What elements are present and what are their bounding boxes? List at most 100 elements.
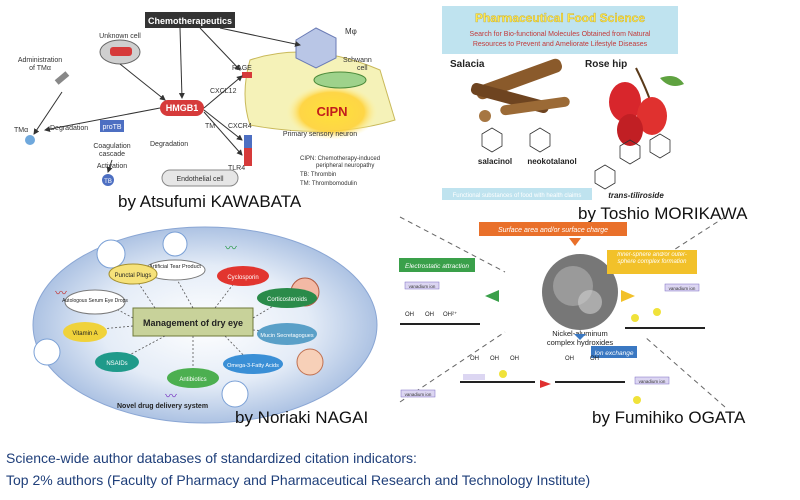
arrow-up bbox=[569, 238, 581, 246]
svg-text:vanadium ion: vanadium ion bbox=[639, 379, 666, 384]
item-vitamin-a bbox=[63, 322, 107, 342]
cxcr4-receptor bbox=[244, 135, 252, 153]
item-cyclosporin bbox=[217, 266, 269, 286]
therapy-items: Artificial Tear Product Cyclosporin Cort… bbox=[62, 259, 317, 388]
svg-text:OH: OH bbox=[565, 356, 574, 362]
ion-exchange-label: Ion exchange bbox=[594, 350, 633, 357]
endothelial-label: Endothelial cell bbox=[176, 176, 224, 183]
salacia-roots bbox=[470, 58, 570, 122]
salacinol-label: salacinol bbox=[478, 157, 512, 166]
nagai-byline: by Noriaki NAGAI bbox=[235, 408, 369, 427]
syringe bbox=[54, 71, 70, 85]
ion-exchange-box bbox=[591, 346, 637, 358]
svg-text:Omega-3-Fatty Acids: Omega-3-Fatty Acids bbox=[227, 363, 279, 369]
of-tma-label: of TMα bbox=[29, 65, 51, 72]
protb-label: proTB bbox=[102, 124, 121, 131]
svg-text:Autologous Serum Eye Drops: Autologous Serum Eye Drops bbox=[62, 298, 128, 304]
item-antibiotics bbox=[167, 368, 219, 388]
primary-neuron-label: Primary sensory neuron bbox=[283, 131, 357, 138]
nagai-panel: 〰 〰 〰 Management of dry eye Artificial T… bbox=[25, 222, 385, 427]
legend-cipn: CIPN: Chemotherapy-induced bbox=[300, 156, 380, 162]
degradation-label: Degradation bbox=[50, 125, 88, 132]
morikawa-subtitle-1: Search for Bio-functional Molecules Obta… bbox=[470, 31, 651, 38]
degradation2-label: Degradation bbox=[150, 141, 188, 148]
morikawa-diagram: Pharmaceutical Food Science Search for B… bbox=[442, 6, 684, 200]
center-label-2: complex hydroxides bbox=[547, 338, 614, 347]
nagai-diagram: 〰 〰 〰 Management of dry eye Artificial T… bbox=[32, 226, 378, 424]
tlr4-label: TLR4 bbox=[228, 165, 245, 172]
cascade-label: cascade bbox=[99, 151, 125, 158]
coag-label: Coagulation bbox=[93, 143, 130, 150]
center-label-1: Nickel-aluminum bbox=[552, 329, 607, 338]
kawabata-byline: by Atsufumi KAWABATA bbox=[118, 192, 302, 211]
item-mucin bbox=[257, 323, 317, 345]
arrow-down bbox=[574, 334, 586, 340]
morikawa-title: Pharmaceutical Food Science bbox=[475, 11, 645, 25]
svg-text:OH: OH bbox=[510, 356, 519, 362]
right-adsorption: vanadium ion bbox=[625, 283, 705, 329]
svg-text:vanadium ion: vanadium ion bbox=[405, 392, 432, 397]
inner-sphere-label: Inner-sphere and/or outer-sphere complex… bbox=[617, 252, 687, 265]
svg-text:Mucin Secretagogues: Mucin Secretagogues bbox=[260, 333, 313, 339]
svg-text:Punctal Plugs: Punctal Plugs bbox=[115, 273, 152, 279]
item-autologous bbox=[64, 289, 126, 315]
unknown-cell-label: Unknown cell bbox=[99, 33, 141, 40]
legend-tm: TM: Thrombomodulin bbox=[300, 181, 357, 187]
tma-label: TMα bbox=[14, 127, 28, 134]
hmgb1-label: HMGB1 bbox=[166, 103, 199, 113]
cipn-glow bbox=[286, 84, 378, 140]
tm-label: TM bbox=[205, 123, 215, 130]
tb-label: TB bbox=[104, 179, 112, 185]
arrow-left bbox=[485, 290, 499, 302]
mphi-label: Mφ bbox=[345, 27, 357, 36]
svg-text:Antibiotics: Antibiotics bbox=[179, 377, 206, 383]
rage-receptor bbox=[242, 72, 252, 78]
protb-box bbox=[100, 120, 124, 132]
chemo-label: Chemotherapeutics bbox=[148, 16, 232, 26]
arrow-right bbox=[621, 290, 635, 302]
wave-icon: 〰 bbox=[55, 286, 67, 300]
center-label: Management of dry eye bbox=[143, 318, 243, 328]
ogata-diagram: Nickel-aluminum complex hydroxides Surfa… bbox=[399, 216, 726, 408]
schwann-cell bbox=[313, 71, 367, 89]
rosehip-fruits bbox=[609, 67, 684, 146]
legend-tb: TB: Thrombin bbox=[300, 172, 336, 178]
schwann-label: Schwann bbox=[343, 57, 372, 64]
item-nsaids bbox=[95, 352, 139, 372]
svg-text:OH: OH bbox=[425, 312, 434, 318]
ogata-byline: by Fumihiko OGATA bbox=[592, 408, 746, 427]
neokotalanol-label: neokotalanol bbox=[527, 157, 576, 166]
svg-text:OH²⁺: OH²⁺ bbox=[443, 311, 457, 318]
footer-line-1: Science-wide author databases of standar… bbox=[6, 450, 417, 466]
macrophage bbox=[295, 27, 337, 69]
item-omega3 bbox=[223, 354, 283, 374]
item-corticosteroids bbox=[257, 288, 317, 308]
morikawa-bottom-label: Functional substances of food with healt… bbox=[453, 193, 582, 199]
svg-text:OH: OH bbox=[490, 356, 499, 362]
tb-molecule bbox=[102, 174, 114, 186]
svg-text:NSAIDs: NSAIDs bbox=[106, 361, 127, 367]
wave-icon-3: 〰 bbox=[165, 389, 177, 403]
wave-icon-2: 〰 bbox=[225, 241, 237, 255]
surface-label: Surface area and/or surface charge bbox=[498, 227, 608, 234]
svg-text:vanadium ion: vanadium ion bbox=[409, 284, 436, 289]
salacia-label: Salacia bbox=[450, 59, 485, 70]
ogata-panel: Nickel-aluminum complex hydroxides Surfa… bbox=[395, 212, 800, 412]
hmgb1-main bbox=[160, 100, 204, 116]
morikawa-subtitle-2: Resources to Prevent and Ameliorate Life… bbox=[473, 41, 648, 48]
cell-label: cell bbox=[357, 65, 368, 72]
electrostatic-box bbox=[399, 258, 475, 272]
svg-text:OH: OH bbox=[590, 356, 599, 362]
hmgb1-small bbox=[110, 47, 132, 56]
item-punctal bbox=[108, 263, 158, 285]
kawabata-diagram: Chemotherapeutics Unknown cell HMGB1 Mφ … bbox=[14, 12, 396, 187]
tiliroside-label: trans-tiliroside bbox=[608, 191, 664, 200]
svg-text:OH: OH bbox=[470, 356, 479, 362]
tma-molecule bbox=[25, 135, 35, 145]
svg-text:vanadium ion: vanadium ion bbox=[669, 286, 696, 291]
morikawa-byline: by Toshio MORIKAWA bbox=[578, 204, 748, 223]
surface-box bbox=[479, 222, 627, 236]
chemo-box bbox=[145, 12, 235, 28]
kawabata-panel: Chemotherapeutics Unknown cell HMGB1 Mφ … bbox=[0, 0, 400, 195]
morikawa-panel: Pharmaceutical Food Science Search for B… bbox=[440, 6, 800, 206]
